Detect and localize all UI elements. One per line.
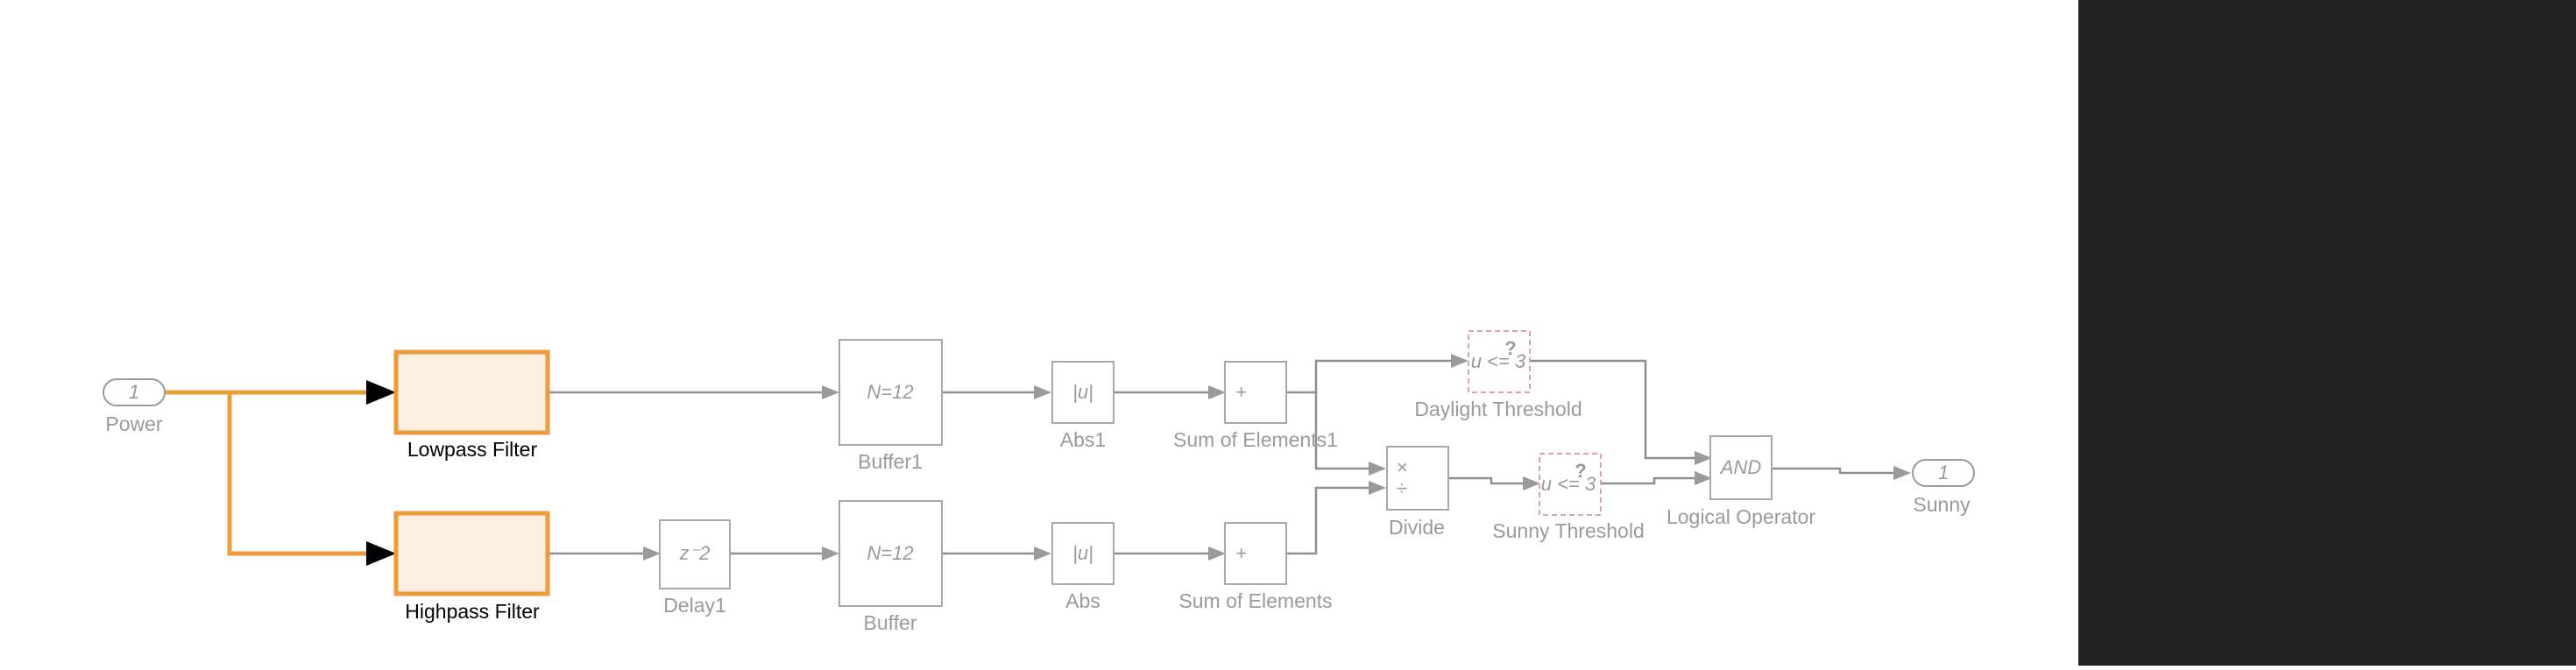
inport-number: 1 xyxy=(129,381,139,403)
outport-sunny[interactable]: 1 Sunny xyxy=(1912,459,1975,516)
outport-label: Sunny xyxy=(1913,493,1971,516)
buffer1-text: N=12 xyxy=(867,381,913,403)
abs1-text: |u| xyxy=(1072,381,1093,403)
arrow-sum1-in xyxy=(1208,385,1226,399)
highpass-filter-block[interactable]: Highpass Filter xyxy=(393,511,550,623)
wire-sum1-daylight[interactable] xyxy=(1286,359,1456,394)
wire-sum1-divide[interactable] xyxy=(1314,392,1374,470)
outport-number: 1 xyxy=(1938,462,1949,483)
divide-division-sign: ÷ xyxy=(1397,477,1407,499)
lowpass-filter-block[interactable]: Lowpass Filter xyxy=(393,349,550,461)
sum-label: Sum of Elements xyxy=(1178,589,1332,612)
wire-logical-sunny[interactable] xyxy=(1771,467,1897,475)
delay1-text: z⁻2 xyxy=(679,542,711,564)
sum1-label: Sum of Elements1 xyxy=(1173,428,1338,451)
arrow-daylight-in xyxy=(1451,354,1468,368)
logical-operator-label: Logical Operator xyxy=(1667,505,1815,528)
arrow-divide-in2 xyxy=(1369,481,1386,495)
daylight-threshold-block[interactable]: ? u <= 3 Daylight Threshold xyxy=(1414,330,1582,420)
arrow-buffer1-in xyxy=(822,385,839,399)
arrow-highpass-in xyxy=(366,541,396,566)
arrow-sunnythreshold-in xyxy=(1523,476,1540,490)
arrow-divide-in1 xyxy=(1369,462,1386,476)
buffer-block[interactable]: N=12 Buffer xyxy=(839,500,943,634)
wire-power-highpass[interactable] xyxy=(227,392,368,556)
buffer-label: Buffer xyxy=(864,611,917,634)
model-canvas[interactable]: 1 Power Lowpass Filter Highpass Filter z… xyxy=(0,0,2078,666)
sum-text: + xyxy=(1235,542,1247,564)
delay1-block[interactable]: z⁻2 Delay1 xyxy=(659,519,731,617)
arrow-sunny-in xyxy=(1893,466,1911,480)
buffer1-block[interactable]: N=12 Buffer1 xyxy=(839,339,943,473)
daylight-question-mark: ? xyxy=(1504,337,1516,359)
side-panel xyxy=(2078,0,2576,666)
arrow-delay1-in xyxy=(643,547,661,561)
inport-label: Power xyxy=(105,413,163,435)
sunny-threshold-label: Sunny Threshold xyxy=(1492,519,1644,542)
abs1-label: Abs1 xyxy=(1060,428,1106,451)
inport-power[interactable]: 1 Power xyxy=(103,378,166,435)
arrow-logical-in2 xyxy=(1695,471,1712,485)
abs-block[interactable]: |u| Abs xyxy=(1051,522,1115,612)
logical-operator-block[interactable]: AND Logical Operator xyxy=(1667,435,1815,528)
highpass-filter-label: Highpass Filter xyxy=(405,600,540,623)
wire-divide-sunnythreshold[interactable] xyxy=(1448,476,1528,485)
divide-multiply-sign: × xyxy=(1397,456,1408,478)
buffer-text: N=12 xyxy=(867,542,913,564)
logical-operator-text: AND xyxy=(1719,456,1762,478)
sunny-threshold-text: u <= 3 xyxy=(1541,473,1596,495)
arrow-abs-in xyxy=(1034,547,1051,561)
abs-text: |u| xyxy=(1072,542,1093,564)
lowpass-filter-label: Lowpass Filter xyxy=(407,438,538,461)
arrow-buffer-in xyxy=(822,547,839,561)
sum-of-elements1-block[interactable]: + Sum of Elements1 xyxy=(1173,361,1338,451)
sum-of-elements-block[interactable]: + Sum of Elements xyxy=(1178,522,1333,612)
divide-block[interactable]: × ÷ Divide xyxy=(1386,446,1449,539)
abs-label: Abs xyxy=(1065,589,1100,612)
block-diagram: 1 Power Lowpass Filter Highpass Filter z… xyxy=(103,330,1975,634)
arrow-sum-in xyxy=(1208,547,1226,561)
wire-sum-divide[interactable] xyxy=(1286,486,1374,555)
sunny-threshold-question-mark: ? xyxy=(1575,460,1586,482)
arrow-lowpass-in xyxy=(366,380,396,405)
wire-daylight-logical[interactable] xyxy=(1531,359,1700,460)
sum1-text: + xyxy=(1235,381,1247,403)
wire-sunnythreshold-logical[interactable] xyxy=(1601,476,1700,485)
buffer1-label: Buffer1 xyxy=(858,450,923,473)
divide-label: Divide xyxy=(1389,516,1445,539)
abs1-block[interactable]: |u| Abs1 xyxy=(1051,361,1115,451)
daylight-label: Daylight Threshold xyxy=(1414,398,1582,420)
arrow-abs1-in xyxy=(1034,385,1051,399)
delay1-label: Delay1 xyxy=(663,594,726,617)
daylight-text: u <= 3 xyxy=(1471,350,1526,372)
sunny-threshold-block[interactable]: ? u <= 3 Sunny Threshold xyxy=(1492,453,1645,542)
arrow-logical-in1 xyxy=(1695,451,1712,465)
